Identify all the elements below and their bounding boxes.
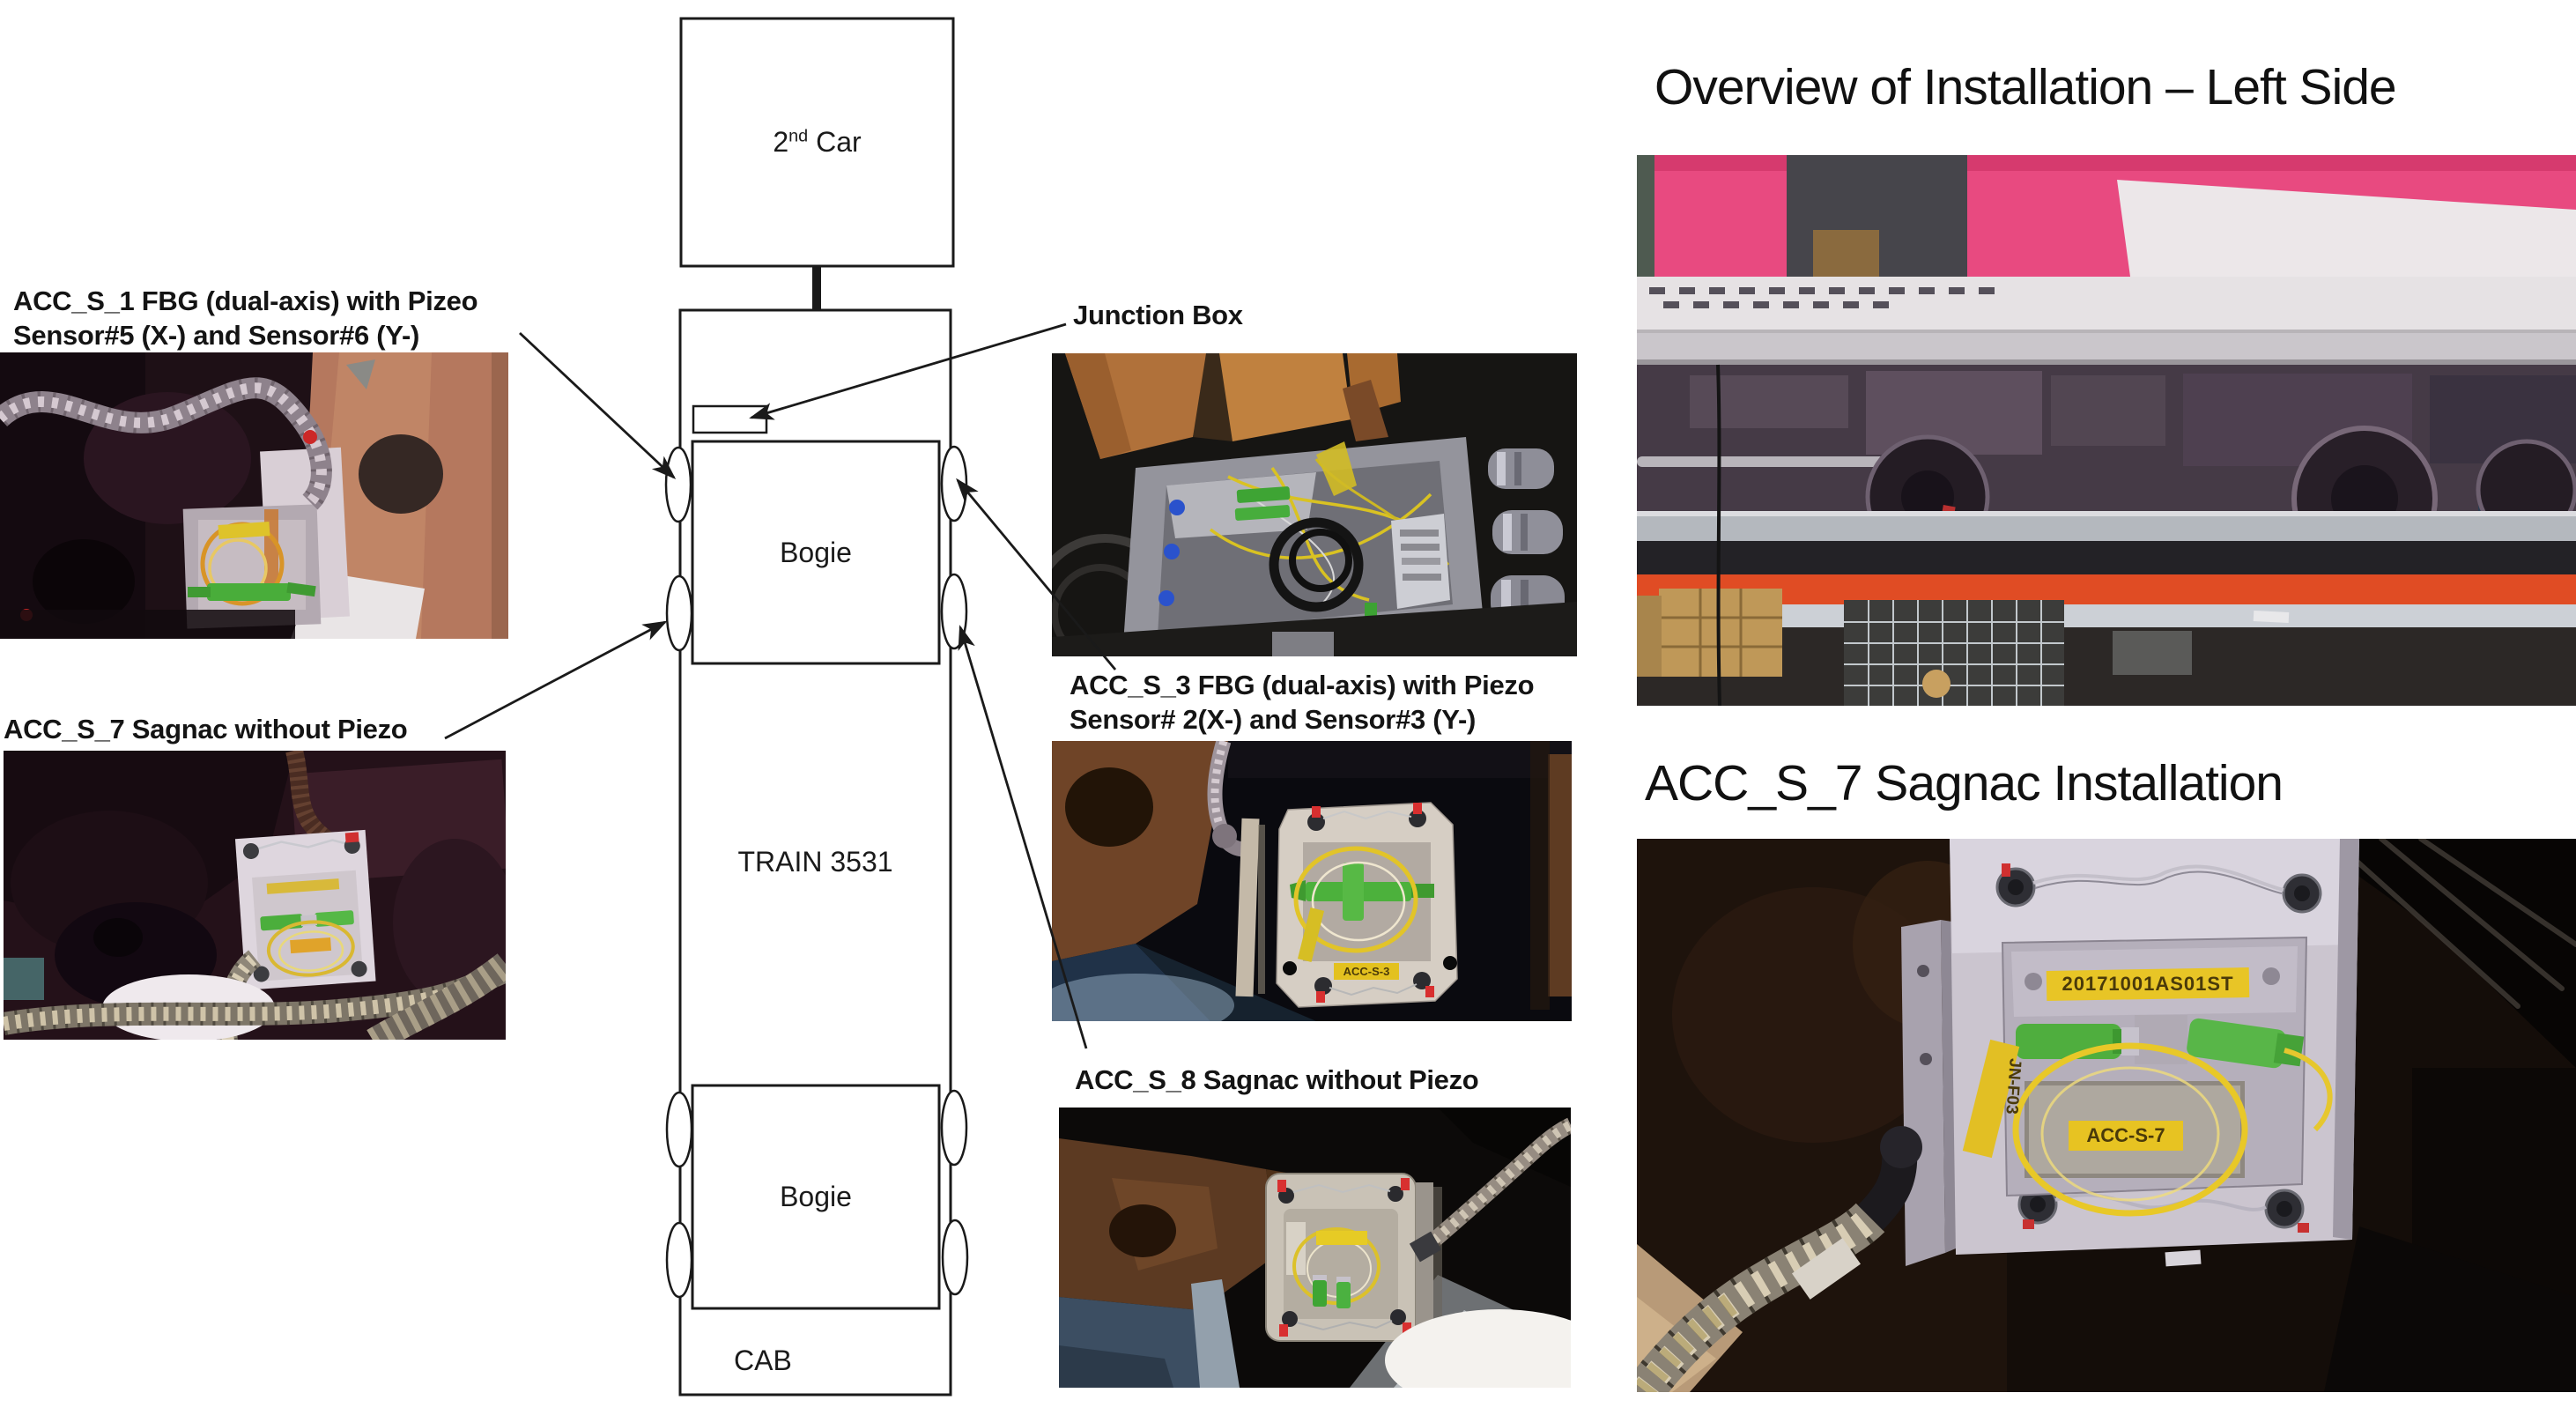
tape-wrap [1792, 1238, 1861, 1300]
wheel2-top-right [940, 1089, 968, 1167]
sensor-id-text: ACC-S-3 [1344, 965, 1390, 978]
fiber-connector-green [1236, 486, 1291, 503]
serial-number-tag [2046, 967, 2250, 1002]
metal-strip [1191, 1279, 1240, 1388]
photo-junction-box [1052, 353, 1577, 656]
sensor-plate [234, 829, 376, 990]
cab-label: CAB [734, 1344, 792, 1376]
bolt-red-cap [1307, 803, 1434, 1003]
bogie-top-label: Bogie [780, 536, 852, 568]
sensor-id-text: ACC-S-7 [2086, 1124, 2165, 1146]
second-car-number: 2 [773, 126, 789, 158]
overview-title: Overview of Installation – Left Side [1654, 59, 2397, 115]
light-flare [1052, 974, 1234, 1021]
wheel-top-right [940, 445, 968, 522]
second-car-word: Car [808, 126, 862, 158]
wheel-top-left [664, 446, 692, 523]
sensor-id-tag [1334, 963, 1399, 980]
yellow-tag [1297, 907, 1325, 963]
callout-acc-s-3-line1: ACC_S_3 FBG (dual-axis) with Piezo [1070, 670, 1535, 700]
callout-acc-s-1-line1: ACC_S_1 FBG (dual-axis) with Pizeo [13, 285, 478, 316]
arrow-junction-box [749, 322, 1067, 420]
callout-acc-s-1: ACC_S_1 FBG (dual-axis) with Pizeo Senso… [13, 284, 478, 352]
orange-stripe [1637, 574, 2576, 604]
fiber-connector-green [1313, 1280, 1327, 1307]
wheel2-bottom-left [665, 1221, 693, 1299]
vent-grille [1649, 287, 1995, 308]
wood-knob [359, 434, 443, 514]
junction-box-rect [692, 404, 768, 434]
yellow-tag [1316, 1231, 1367, 1245]
light-flare [1385, 1309, 1571, 1388]
bracket-strip [1416, 1182, 1433, 1345]
fiber-loop [266, 920, 355, 977]
fiber-loop [2012, 1042, 2248, 1217]
callout-acc-s-8: ACC_S_8 Sagnac without Piezo [1075, 1064, 1479, 1095]
callout-junction-box: Junction Box [1073, 300, 1243, 330]
photo-acc-s-1-sensor [0, 352, 508, 639]
bogie-bottom-label: Bogie [780, 1181, 852, 1212]
photo-acc-s-7-sensor [4, 751, 506, 1040]
coupler [812, 266, 821, 310]
photo-acc-s-8-sensor [1059, 1108, 1571, 1388]
wheel-bottom-right [940, 573, 968, 650]
bolt-red-cap [1277, 1178, 1411, 1337]
photo-acc-s-3-sensor: ACC-S-3 [1052, 741, 1572, 1021]
cable-id-text: JN-F03 [2002, 1058, 2024, 1115]
callout-acc-s-7: ACC_S_7 Sagnac without Piezo [4, 714, 408, 745]
bracket-strip [1235, 818, 1260, 997]
hanging-cable [1716, 364, 1721, 706]
wheel-bottom-left [665, 574, 693, 652]
hex-bolt [2017, 1184, 2309, 1233]
second-car-ordinal: nd [788, 126, 809, 146]
serial-number-text: 20171001AS01ST [2062, 973, 2233, 995]
callout-acc-s-1-line2: Sensor#5 (X-) and Sensor#6 (Y-) [13, 320, 419, 351]
callout-acc-s-3-line2: Sensor# 2(X-) and Sensor#3 (Y-) [1070, 704, 1476, 735]
photo-overview-left-side [1637, 155, 2576, 706]
second-car-label: 2nd Car [681, 19, 953, 266]
installation-title: ACC_S_7 Sagnac Installation [1645, 755, 2284, 811]
wheel2-top-left [665, 1091, 693, 1168]
hex-bolt [1995, 863, 2322, 914]
cable-id-tag: JN-F03 [1962, 1039, 2025, 1159]
cable-gland [1492, 510, 1563, 554]
callout-arrows [444, 322, 1117, 1049]
rail [1637, 541, 2576, 574]
sensor-id-tag [2069, 1121, 2183, 1151]
orange-tag [290, 937, 332, 954]
arrow-acc-s-1 [519, 331, 677, 480]
fiber-loop [1293, 846, 1418, 953]
photo-acc-s-7-installation: 20171001AS01ST ACC-S-7 JN-F03 [1637, 839, 2576, 1392]
cable-coil [1269, 517, 1364, 612]
fiber-connector-green [2016, 1024, 2121, 1059]
mesh-grid [1844, 600, 2064, 706]
fiber-connector-green [207, 583, 291, 601]
yellow-tag [218, 521, 270, 540]
safety-wire [2032, 864, 2284, 892]
callout-acc-s-3: ACC_S_3 FBG (dual-axis) with Piezo Senso… [1070, 668, 1535, 737]
wheel2-bottom-right [941, 1219, 969, 1296]
train-number-label: TRAIN 3531 [737, 845, 893, 878]
arrow-acc-s-7 [444, 620, 668, 740]
cable-gland [1488, 448, 1554, 489]
